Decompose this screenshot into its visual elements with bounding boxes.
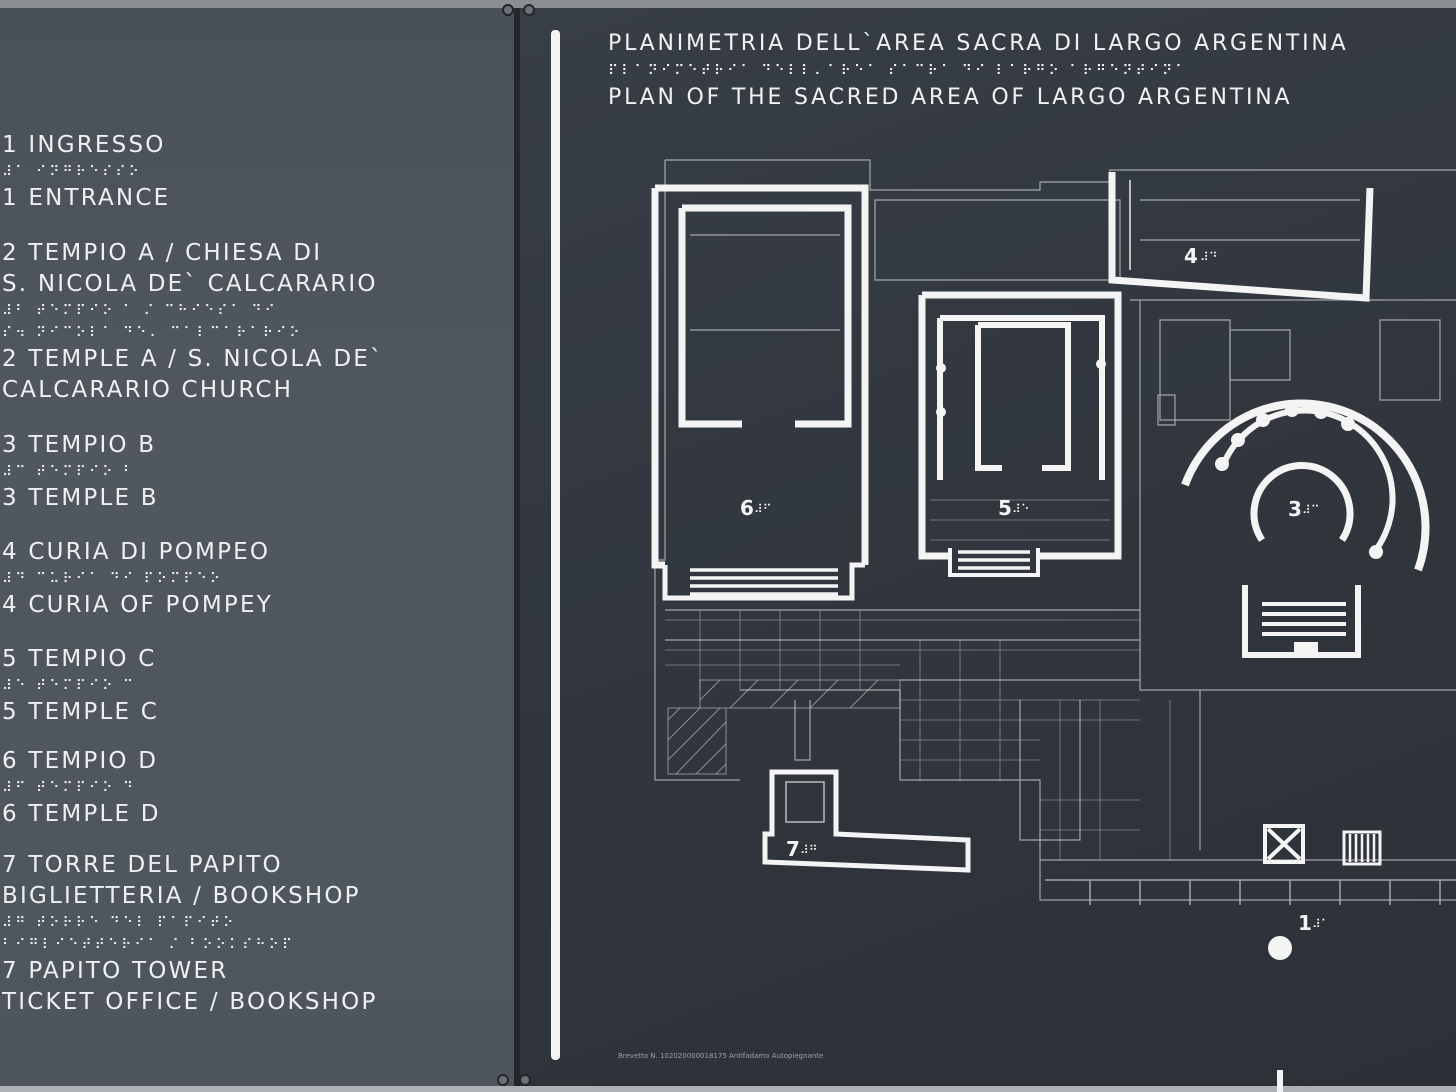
legend-braille: ⠎⠲ ⠝⠊⠉⠕⠇⠁ ⠙⠑⠄ ⠉⠁⠇⠉⠁⠗⠁⠗⠊⠕ (2, 325, 303, 341)
map-title-braille: ⠏⠇⠁⠝⠊⠍⠑⠞⠗⠊⠁ ⠙⠑⠇⠇⠄⠁⠗⠑⠁ ⠎⠁⠉⠗⠁ ⠙⠊ ⠇⠁⠗⠛⠕ ⠁⠗⠛… (608, 63, 1189, 79)
legend-label-it: 5 TEMPIO C (2, 646, 157, 672)
guide-line-end (1277, 1070, 1283, 1092)
legend-curia: 4 CURIA DI POMPEO ⠼⠙ ⠉⠥⠗⠊⠁ ⠙⠊ ⠏⠕⠍⠏⠑⠕ 4 C… (2, 537, 273, 621)
hatched-area (667, 679, 901, 775)
legend-braille: ⠼⠁ ⠊⠝⠛⠗⠑⠎⠎⠕ (2, 164, 142, 180)
map-labels: 1 ⠼⠁ 3 ⠼⠉ 4 ⠼⠙ 5 ⠼⠑ 6 ⠼⠋ 7 ⠼⠛ (740, 244, 1330, 935)
patent-fine-print: Brevetto N. 102020000018175 Antifadamo A… (618, 1052, 824, 1060)
legend-label-it: 3 TEMPIO B (2, 432, 157, 458)
legend-label-en: CALCARARIO CHURCH (2, 377, 294, 403)
screw-icon (497, 1074, 509, 1086)
legend-panel (0, 0, 516, 1092)
map-label-5-braille: ⠼⠑ (1012, 502, 1030, 516)
legend-papito-tower: 7 TORRE DEL PAPITO BIGLIETTERIA / BOOKSH… (2, 850, 378, 1018)
legend-label-it: BIGLIETTERIA / BOOKSHOP (2, 883, 361, 909)
screw-icon (519, 1074, 531, 1086)
legend-label-it: 2 TEMPIO A / CHIESA DI (2, 240, 323, 266)
map-label-4-braille: ⠼⠙ (1200, 250, 1218, 264)
map-title-it: PLANIMETRIA DELL`AREA SACRA DI LARGO ARG… (608, 31, 1349, 56)
colonnade-outline (1045, 879, 1456, 905)
entrance-gate-icon (1263, 824, 1305, 864)
legend-label-en: TICKET OFFICE / BOOKSHOP (2, 989, 378, 1015)
legend-braille: ⠼⠑ ⠞⠑⠍⠏⠊⠕ ⠉ (2, 678, 137, 694)
legend-label-en: 2 TEMPLE A / S. NICOLA DE` (2, 346, 384, 372)
legend-label-en: 3 TEMPLE B (2, 485, 159, 511)
map-label-4: 4 (1184, 244, 1198, 268)
legend-temple-d: 6 TEMPIO D ⠼⠋ ⠞⠑⠍⠏⠊⠕ ⠙ 6 TEMPLE D (2, 746, 161, 830)
temple-c-outline (918, 291, 1122, 577)
map-label-1-braille: ⠼⠁ (1312, 917, 1330, 931)
map-title-en: PLAN OF THE SACRED AREA OF LARGO ARGENTI… (608, 85, 1293, 110)
top-edge (0, 0, 1456, 8)
papito-tower-outline (762, 769, 971, 873)
map-label-1: 1 (1298, 911, 1312, 935)
map-label-7: 7 (786, 837, 800, 861)
map-title-block: PLANIMETRIA DELL`AREA SACRA DI LARGO ARG… (608, 30, 1348, 112)
legend-label-en: 6 TEMPLE D (2, 801, 161, 827)
map-label-3-braille: ⠼⠉ (1302, 503, 1320, 517)
legend-label-en: 5 TEMPLE C (2, 699, 159, 725)
legend-braille: ⠃⠊⠛⠇⠊⠑⠞⠞⠑⠗⠊⠁ ⠌ ⠃⠕⠕⠅⠎⠓⠕⠏ (2, 937, 296, 953)
legend-braille: ⠼⠙ ⠉⠥⠗⠊⠁ ⠙⠊ ⠏⠕⠍⠏⠑⠕ (2, 571, 224, 587)
panel-seam (514, 0, 520, 1092)
legend-label-en: 1 ENTRANCE (2, 185, 171, 211)
you-are-here-dot (1268, 936, 1292, 960)
legend-entrance: 1 INGRESSO ⠼⠁ ⠊⠝⠛⠗⠑⠎⠎⠕ 1 ENTRANCE (2, 130, 170, 214)
bottom-edge (0, 1086, 1456, 1092)
legend-braille: ⠼⠋ ⠞⠑⠍⠏⠊⠕ ⠙ (2, 780, 137, 796)
map-label-3: 3 (1288, 497, 1302, 521)
legend-braille: ⠼⠛ ⠞⠕⠗⠗⠑ ⠙⠑⠇ ⠏⠁⠏⠊⠞⠕ (2, 915, 237, 931)
brick-pattern (665, 499, 1171, 860)
map-label-7-braille: ⠼⠛ (800, 843, 818, 857)
temple-d-outline (651, 184, 869, 601)
legend-label-it: 7 TORRE DEL PAPITO (2, 852, 283, 878)
legend-braille: ⠼⠉ ⠞⠑⠍⠏⠊⠕ ⠃ (2, 464, 137, 480)
legend-label-it: S. NICOLA DE` CALCARARIO (2, 271, 378, 297)
legend-label-en: 4 CURIA OF POMPEY (2, 592, 273, 618)
legend-temple-b: 3 TEMPIO B ⠼⠉ ⠞⠑⠍⠏⠊⠕ ⠃ 3 TEMPLE B (2, 430, 159, 514)
legend-label-it: 1 INGRESSO (2, 132, 166, 158)
map-label-5: 5 (998, 496, 1012, 520)
legend-label-en: 7 PAPITO TOWER (2, 958, 229, 984)
legend-braille: ⠼⠃ ⠞⠑⠍⠏⠊⠕ ⠁ ⠌ ⠉⠓⠊⠑⠎⠁ ⠙⠊ (2, 303, 278, 319)
legend-label-it: 6 TEMPIO D (2, 748, 159, 774)
screw-icon (502, 4, 514, 16)
tactile-guide-line (551, 30, 560, 1060)
legend-temple-a: 2 TEMPIO A / CHIESA DI S. NICOLA DE` CAL… (2, 238, 384, 406)
screw-icon (523, 4, 535, 16)
curia-outline (1108, 172, 1374, 302)
temple-b-outline (1181, 399, 1430, 658)
map-label-6-braille: ⠼⠋ (754, 502, 772, 516)
masonry-outline (654, 159, 1456, 901)
map-label-6: 6 (740, 496, 754, 520)
map-panel (518, 0, 1456, 1092)
legend-temple-c: 5 TEMPIO C ⠼⠑ ⠞⠑⠍⠏⠊⠕ ⠉ 5 TEMPLE C (2, 644, 159, 728)
legend-label-it: 4 CURIA DI POMPEO (2, 539, 271, 565)
entrance-stairs-icon (1342, 830, 1382, 866)
